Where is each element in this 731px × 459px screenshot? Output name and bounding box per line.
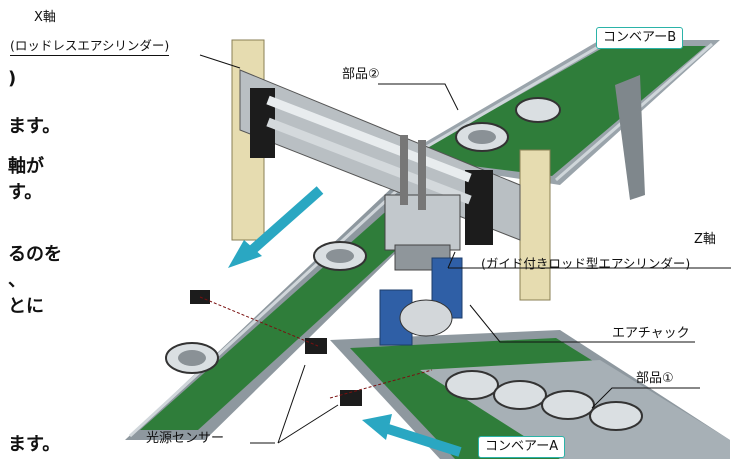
z-axis-cylinder [384,135,461,271]
cut-text-1: ) [8,68,17,89]
x-axis-title: X軸 [34,10,56,25]
cut-text-4: す。 [8,182,43,203]
conveyor-a-label: コンベアーA [478,436,566,458]
bearing-parts [165,97,643,431]
part2-label: 部品② [342,67,380,82]
cut-text-7: とに [8,296,44,317]
conveyor-left [125,180,470,440]
air-chuck-label: エアチャック [612,326,690,341]
light-sensor-label: 光源センサー [146,431,225,446]
x-axis-subtitle: (ロッドレスエアシリンダー) [10,38,170,56]
motion-arrows [228,186,462,457]
air-chuck [379,257,463,346]
light-sensors [190,290,433,406]
leader-lines [199,54,731,444]
part1-label: 部品① [636,371,674,386]
cut-text-5: るのを [8,244,62,265]
cut-text-3: 軸が [8,156,44,177]
cut-text-2: ます。 [8,116,61,137]
cut-text-8: ます。 [8,434,61,455]
z-axis-title: Z軸 [694,232,716,247]
conveyor-b-label: コンベアーB [596,27,684,49]
cut-text-6: 、 [8,270,26,291]
z-axis-subtitle: (ガイド付きロッド型エアシリンダー) [481,256,691,271]
